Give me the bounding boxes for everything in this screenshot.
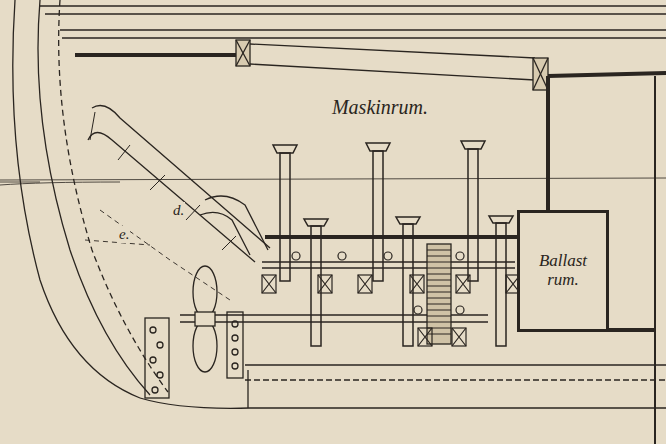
room-box: Ballast rum. [517, 210, 609, 332]
callout-letter: e. [118, 226, 130, 243]
callout-letter: d. [172, 202, 185, 219]
room-name: Ballast rum. [526, 252, 600, 289]
room-name: Maskinrum. [332, 96, 428, 118]
room-label-area: Maskinrum. [260, 88, 500, 126]
